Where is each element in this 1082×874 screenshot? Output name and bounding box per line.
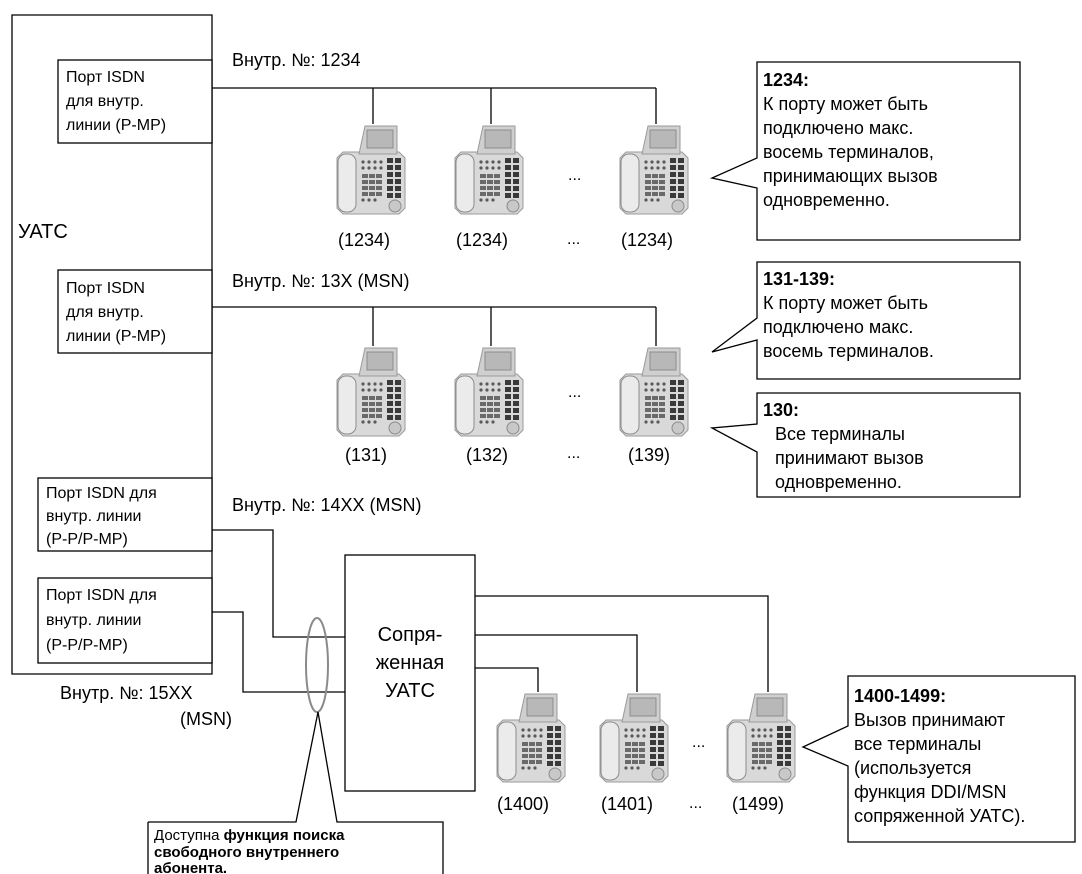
port-4-line-3: (P-P/P-MP) [46, 637, 128, 654]
pbx-frame [11, 14, 213, 675]
number-r1-2: (1234) [456, 230, 508, 250]
port-2-line-2: для внутр. [66, 304, 144, 321]
callout-3-line-3: одновременно. [775, 472, 902, 492]
ext-label-4-msn: (MSN) [180, 709, 232, 729]
number-r2-1: (131) [345, 445, 387, 465]
line-bundle-ellipse [305, 617, 329, 713]
callout-2-line-1: К порту может быть [763, 293, 928, 313]
port-box-4: Порт ISDN для внутр. линии (P-P/P-MP) [37, 577, 213, 664]
callout-130: 130: Все терминалы принимают вызов однов… [709, 392, 1021, 498]
ext-label-1: Внутр. №: 1234 [232, 50, 361, 70]
phone-icon-r1-1 [336, 125, 406, 215]
callout-2-line-2: подключено макс. [763, 317, 913, 337]
lines-to-connected-pbx [212, 529, 345, 693]
hunting-note-line-3: абонента. [154, 860, 227, 874]
callout-2-title: 131-139: [763, 269, 835, 289]
phone-icon-r3-1 [496, 693, 566, 783]
phone-icon-r2-1 [336, 347, 406, 437]
connected-pbx-box: Сопря- женная УАТС [344, 554, 476, 792]
ellipsis-r1-b: ... [567, 231, 580, 248]
callout-4-title: 1400-1499: [854, 686, 946, 706]
number-r1-3: (1234) [621, 230, 673, 250]
bus-row-3 [475, 595, 769, 692]
phone-icon-r3-3 [726, 693, 796, 783]
number-r2-2: (132) [466, 445, 508, 465]
port-4-line-2: внутр. линии [46, 612, 141, 629]
callout-1-line-5: одновременно. [763, 190, 890, 210]
callout-4-line-3: (используется [854, 758, 971, 778]
phone-icon-r1-3 [619, 125, 689, 215]
phone-icon-r2-3 [619, 347, 689, 437]
hunting-note-line-1: Доступна функция поиска [154, 827, 345, 844]
connected-pbx-line-2: женная [376, 652, 445, 674]
connected-pbx-line-1: Сопря- [378, 624, 443, 646]
callout-4-line-2: все терминалы [854, 734, 981, 754]
hunting-note-line-2: свободного внутреннего [154, 844, 339, 861]
callout-1-line-4: принимающих вызов [763, 166, 938, 186]
bus-row-2 [212, 306, 657, 346]
port-3-line-1: Порт ISDN для [46, 485, 157, 502]
callout-4-line-1: Вызов принимают [854, 710, 1005, 730]
port-3-line-2: внутр. линии [46, 508, 141, 525]
number-r2-3: (139) [628, 445, 670, 465]
number-r1-1: (1234) [338, 230, 390, 250]
phone-icon-r2-2 [454, 347, 524, 437]
port-3-line-3: (P-P/P-MP) [46, 531, 128, 548]
connected-pbx-line-3: УАТС [385, 680, 435, 702]
callout-131-139: 131-139: К порту может быть подключено м… [711, 261, 1021, 380]
callout-1400-1499: 1400-1499: Вызов принимают все терминалы… [801, 675, 1076, 843]
ext-label-2: Внутр. №: 13X (MSN) [232, 271, 410, 291]
callout-1-line-3: восемь терминалов, [763, 142, 934, 162]
bus-row-1 [212, 87, 657, 124]
port-box-1: Порт ISDN для внутр. линии (P-MP) [57, 59, 213, 144]
ext-label-4: Внутр. №: 15XX [60, 683, 193, 703]
callout-3-line-2: принимают вызов [775, 448, 924, 468]
port-2-line-1: Порт ISDN [66, 280, 145, 297]
pbx-label: УАТС [18, 221, 68, 243]
callout-3-line-1: Все терминалы [775, 424, 905, 444]
phone-icon-r1-2 [454, 125, 524, 215]
ellipsis-r2-b: ... [567, 445, 580, 462]
port-box-2: Порт ISDN для внутр. линии (P-MP) [57, 269, 213, 354]
callout-1234: 1234: К порту может быть подключено макс… [709, 61, 1021, 241]
port-4-line-1: Порт ISDN для [46, 587, 157, 604]
port-2-line-3: линии (P-MP) [66, 328, 166, 345]
ext-label-3: Внутр. №: 14XX (MSN) [232, 495, 422, 515]
callout-3-title: 130: [763, 400, 799, 420]
port-1-line-1: Порт ISDN [66, 69, 145, 86]
phone-icon-r3-2 [599, 693, 669, 783]
hunting-note: Доступна функция поиска свободного внутр… [147, 711, 444, 874]
number-r3-2: (1401) [601, 794, 653, 814]
port-1-line-2: для внутр. [66, 93, 144, 110]
ellipsis-r3-b: ... [689, 795, 702, 812]
number-r3-1: (1400) [497, 794, 549, 814]
port-box-3: Порт ISDN для внутр. линии (P-P/P-MP) [37, 477, 213, 552]
hunting-note-bold-1: функция поиска [224, 827, 345, 844]
hunting-note-prefix: Доступна [154, 827, 224, 844]
ellipsis-r2-a: ... [568, 384, 581, 401]
number-r3-3: (1499) [732, 794, 784, 814]
ellipsis-r3-a: ... [692, 734, 705, 751]
callout-1-title: 1234: [763, 70, 809, 90]
callout-1-line-2: подключено макс. [763, 118, 913, 138]
port-1-line-3: линии (P-MP) [66, 117, 166, 134]
callout-2-line-3: восемь терминалов. [763, 341, 934, 361]
callout-1-line-1: К порту может быть [763, 94, 928, 114]
callout-4-line-5: сопряженной УАТС). [854, 806, 1025, 826]
ellipsis-r1-a: ... [568, 167, 581, 184]
callout-4-line-4: функция DDI/MSN [854, 782, 1007, 802]
